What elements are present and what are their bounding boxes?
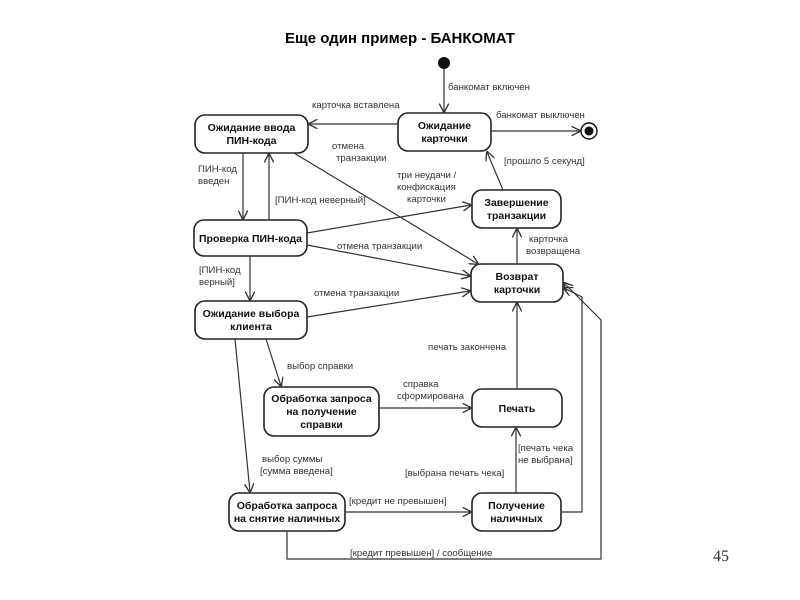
svg-text:верный]: верный] — [199, 277, 235, 288]
state-process-info: Обработка запроса на получение справки — [263, 386, 380, 437]
label-print-selected: [выбрана печать чека] — [405, 468, 504, 479]
svg-text:справки: справки — [300, 419, 343, 431]
final-state — [580, 122, 598, 140]
svg-text:Ожидание: Ожидание — [418, 120, 471, 132]
svg-text:ПИН-код: ПИН-код — [198, 164, 237, 175]
edge-print-not-selected — [561, 288, 583, 513]
svg-text:ПИН-кода: ПИН-кода — [226, 135, 276, 147]
label-pin-entered: ПИН-код введен — [198, 164, 237, 187]
state-finish-transaction: Завершение транзакции — [471, 189, 562, 229]
label-timeout: [прошло 5 секунд] — [504, 156, 585, 167]
state-printing: Печать — [471, 388, 563, 428]
edge-cancel-from-choice — [306, 291, 470, 318]
label-pin-wrong: [ПИН-код неверный] — [275, 195, 366, 206]
svg-text:Ожидание ввода: Ожидание ввода — [208, 122, 296, 134]
svg-text:не выбрана]: не выбрана] — [518, 455, 573, 466]
svg-text:транзакции: транзакции — [336, 153, 387, 164]
label-pin-ok: [ПИН-код верный] — [199, 265, 241, 288]
svg-text:клиента: клиента — [230, 321, 272, 333]
label-cancel-3: отмена транзакции — [314, 288, 399, 299]
svg-text:Обработка запроса: Обработка запроса — [237, 500, 338, 512]
svg-text:наличных: наличных — [490, 513, 543, 525]
svg-text:карточки: карточки — [407, 194, 446, 205]
edge-cancel-from-pin-wait — [293, 152, 478, 264]
label-print-not-selected: [печать чека не выбрана] — [518, 443, 574, 466]
state-get-cash: Получение наличных — [471, 492, 562, 532]
label-card-inserted: карточка вставлена — [312, 100, 400, 111]
svg-text:Получение: Получение — [488, 500, 545, 512]
svg-text:выбор суммы: выбор суммы — [262, 454, 323, 465]
edge-timeout — [487, 152, 504, 191]
svg-text:конфискация: конфискация — [397, 182, 456, 193]
label-choose-info: выбор справки — [287, 361, 353, 372]
svg-text:[ПИН-код: [ПИН-код — [199, 265, 241, 276]
label-atm-on: банкомат включен — [448, 82, 530, 93]
svg-text:[сумма введена]: [сумма введена] — [260, 466, 333, 477]
svg-text:карточки: карточки — [494, 284, 540, 296]
edge-three-fails — [306, 205, 471, 234]
svg-text:карточки: карточки — [421, 133, 467, 145]
svg-text:Возврат: Возврат — [496, 271, 539, 283]
state-waiting-choice: Ожидание выбора клиента — [194, 300, 308, 340]
svg-text:на снятие наличных: на снятие наличных — [234, 513, 340, 525]
edge-choose-info — [265, 338, 281, 386]
svg-text:Ожидание выбора: Ожидание выбора — [203, 308, 300, 320]
svg-text:справка: справка — [403, 379, 439, 390]
label-cancel-2: отмена транзакции — [337, 241, 422, 252]
state-return-card: Возврат карточки — [470, 263, 564, 303]
label-choose-amount: выбор суммы [сумма введена] — [260, 454, 333, 477]
svg-text:карточка: карточка — [529, 234, 569, 245]
initial-state — [438, 57, 450, 69]
label-card-returned: карточка возвращена — [526, 234, 581, 257]
svg-text:транзакции: транзакции — [487, 210, 546, 222]
svg-text:[печать чека: [печать чека — [518, 443, 574, 454]
svg-text:Завершение: Завершение — [484, 197, 548, 209]
edge-limit-exceeded — [286, 283, 602, 560]
label-limit-ok: [кредит не превышен] — [349, 496, 447, 507]
svg-text:Обработка запроса: Обработка запроса — [271, 393, 372, 405]
label-limit-exceeded: [кредит превышен] / сообщение — [350, 548, 492, 559]
slide-title: Еще один пример - БАНКОМАТ — [285, 30, 515, 47]
svg-text:отмена: отмена — [332, 141, 365, 152]
svg-text:Печать: Печать — [499, 403, 536, 415]
svg-text:три неудачи /: три неудачи / — [397, 170, 457, 181]
edge-choose-amount — [234, 338, 250, 492]
state-process-cash: Обработка запроса на снятие наличных — [228, 492, 346, 532]
state-waiting-card: Ожидание карточки — [397, 112, 492, 152]
label-cancel-1: отмена транзакции — [332, 141, 387, 164]
svg-text:сформирована: сформирована — [397, 391, 465, 402]
page-number: 45 — [713, 548, 729, 565]
svg-text:Проверка ПИН-кода: Проверка ПИН-кода — [199, 233, 302, 245]
state-waiting-pin: Ожидание ввода ПИН-кода — [194, 114, 309, 154]
svg-text:введен: введен — [198, 176, 229, 187]
svg-text:на получение: на получение — [286, 406, 357, 418]
edge-cancel-from-check — [306, 244, 470, 276]
label-three-fails: три неудачи / конфискация карточки — [397, 170, 457, 205]
label-atm-off: банкомат выключен — [496, 110, 585, 121]
svg-text:возвращена: возвращена — [526, 246, 581, 257]
label-print-done: печать закончена — [428, 342, 507, 353]
label-info-ready: справка сформирована — [397, 379, 465, 402]
state-check-pin: Проверка ПИН-кода — [193, 219, 308, 257]
